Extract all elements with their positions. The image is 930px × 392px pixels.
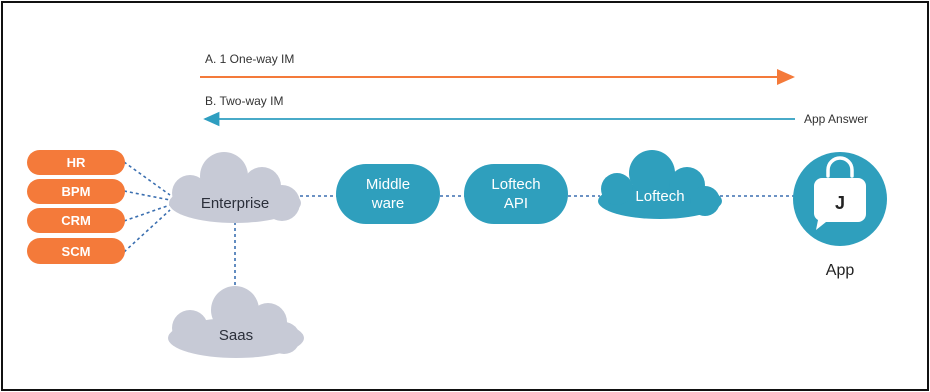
system-hr-pill bbox=[27, 150, 125, 175]
middleware-node: Middle ware bbox=[336, 164, 440, 224]
connector-crm bbox=[123, 204, 171, 222]
system-scm-label: SCM bbox=[62, 244, 91, 259]
loftech-cloud-label: Loftech bbox=[635, 188, 684, 205]
system-crm-label: CRM bbox=[61, 213, 91, 228]
saas-cloud: Saas bbox=[168, 286, 304, 358]
middleware-label-line2: ware bbox=[371, 195, 405, 212]
connector-scm bbox=[123, 209, 171, 253]
loftech-api-label-line1: Loftech bbox=[491, 176, 540, 193]
app-answer-label: App Answer bbox=[804, 112, 868, 126]
two-way-im-label: B. Two-way IM bbox=[205, 94, 283, 108]
app-node: J App bbox=[793, 152, 887, 279]
loftech-api-node: Loftech API bbox=[464, 164, 568, 224]
app-icon-letter: J bbox=[835, 193, 845, 213]
enterprise-cloud: Enterprise bbox=[169, 152, 301, 223]
loftech-cloud: Loftech bbox=[598, 150, 722, 219]
one-way-im-label: A. 1 One-way IM bbox=[205, 52, 294, 66]
loftech-api-label-line2: API bbox=[504, 195, 528, 212]
app-label: App bbox=[826, 262, 855, 279]
system-bpm-label: BPM bbox=[62, 184, 91, 199]
lock-bubble-icon: J bbox=[814, 156, 866, 230]
saas-label: Saas bbox=[219, 327, 253, 344]
system-bpm-pill bbox=[27, 179, 125, 204]
connector-bpm bbox=[123, 190, 171, 201]
system-hr-label: HR bbox=[67, 155, 86, 170]
middleware-label-line1: Middle bbox=[366, 176, 410, 193]
connectors bbox=[123, 161, 796, 298]
system-list: HR BPM CRM SCM bbox=[27, 150, 125, 264]
system-scm-pill bbox=[27, 238, 125, 264]
enterprise-label: Enterprise bbox=[201, 195, 269, 212]
system-crm-pill bbox=[27, 208, 125, 233]
